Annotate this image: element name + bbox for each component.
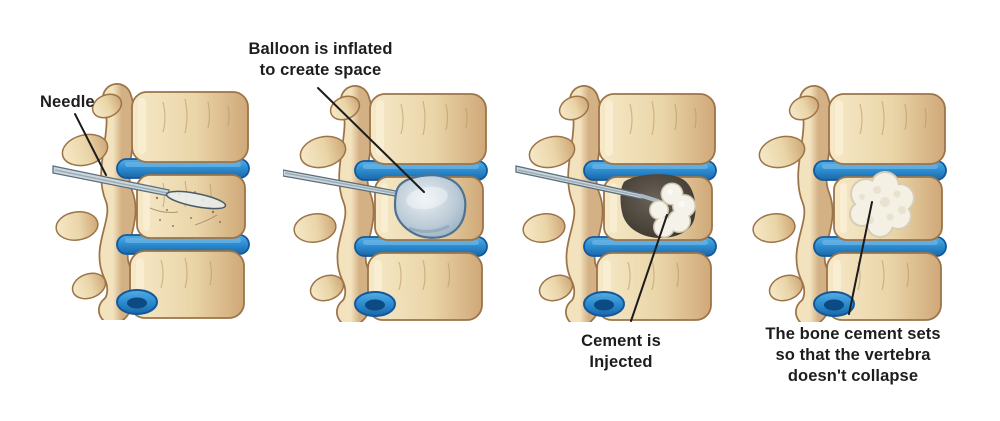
cement-label: Cement is Injected xyxy=(581,332,661,372)
balloon-graphic xyxy=(393,174,467,239)
bone-cement-sets-label: The bone cement sets so that the vertebr… xyxy=(765,325,941,386)
spine-step-3-illustration xyxy=(512,82,732,322)
needle-label: Needle xyxy=(40,93,95,111)
fracture-speckles xyxy=(149,191,221,227)
spine-step-1-illustration xyxy=(45,80,265,320)
needle-graphic xyxy=(515,165,660,203)
spine-step-2-illustration xyxy=(283,82,503,322)
spine-base-graphic xyxy=(751,92,946,320)
balloon-label: Balloon is inflated to create space xyxy=(248,40,393,80)
spine-step-4-illustration xyxy=(742,82,962,322)
